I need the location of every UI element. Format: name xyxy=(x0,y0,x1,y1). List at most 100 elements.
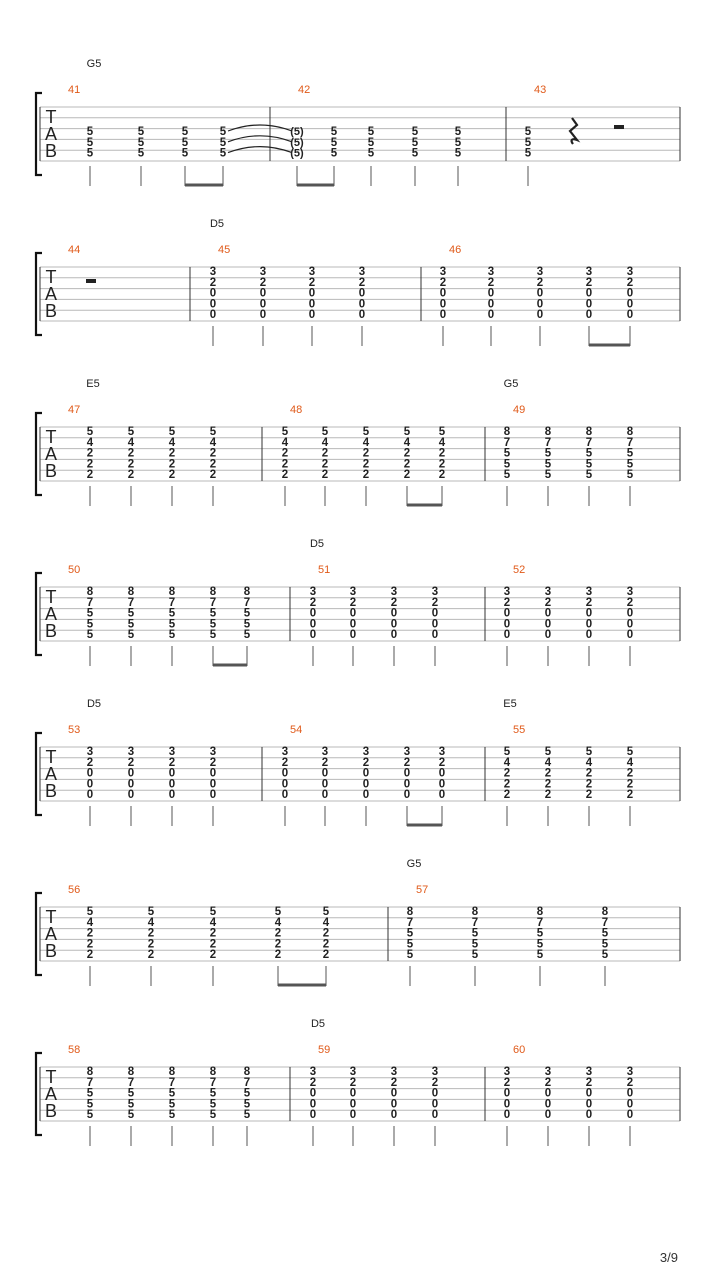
fret-number: 2 xyxy=(504,768,510,780)
fret-number: 2 xyxy=(210,949,216,961)
fret-number: 3 xyxy=(504,586,510,598)
fret-number: 4 xyxy=(148,917,155,929)
fret-number: 0 xyxy=(488,298,494,310)
measure-number: 57 xyxy=(416,884,428,896)
fret-number: 0 xyxy=(439,778,445,790)
fret-number: 5 xyxy=(331,126,338,138)
fret-number: 0 xyxy=(432,1109,438,1121)
fret-number: 5 xyxy=(128,1098,135,1110)
fret-number: 0 xyxy=(586,288,592,300)
chord-name: E5 xyxy=(86,378,99,390)
fret-number: 5 xyxy=(138,137,145,149)
system-bracket xyxy=(34,1051,42,1137)
system-bracket xyxy=(34,891,42,977)
fret-number: 0 xyxy=(545,618,551,630)
fret-number: 5 xyxy=(244,608,251,620)
fret-number: 3 xyxy=(359,266,365,278)
fret-number: 5 xyxy=(537,938,544,950)
fret-number: 0 xyxy=(432,608,438,620)
fret-number: 5 xyxy=(602,928,609,940)
fret-number: 0 xyxy=(350,1098,356,1110)
fret-number: 0 xyxy=(627,288,633,300)
fret-number: 5 xyxy=(504,469,511,481)
fret-number: 5 xyxy=(220,137,227,149)
fret-number: 5 xyxy=(455,148,462,160)
fret-number: 8 xyxy=(87,1066,94,1078)
fret-number: 5 xyxy=(182,137,189,149)
measure-number: 60 xyxy=(513,1044,525,1056)
fret-number: 5 xyxy=(439,426,446,438)
tab-system: TABG54155555555555542(5)(5)(5)5555555555… xyxy=(34,58,681,187)
fret-number: 2 xyxy=(87,757,93,769)
fret-number: 3 xyxy=(627,586,633,598)
fret-number: 2 xyxy=(275,949,281,961)
fret-number: 0 xyxy=(391,1109,397,1121)
fret-number: 0 xyxy=(260,288,266,300)
fret-number: 0 xyxy=(128,778,134,790)
fret-number: 3 xyxy=(586,1066,592,1078)
fret-number: 7 xyxy=(244,1077,250,1089)
fret-number: 5 xyxy=(169,1098,176,1110)
fret-number: 0 xyxy=(363,768,369,780)
tab-clef-letter: A xyxy=(45,924,57,944)
tab-clef-letter: T xyxy=(46,587,57,607)
measure-number: 45 xyxy=(218,244,230,256)
fret-number: 3 xyxy=(537,266,543,278)
fret-number: 5 xyxy=(545,458,552,470)
fret-number: 5 xyxy=(169,618,176,630)
fret-number: 3 xyxy=(391,586,397,598)
fret-number: 3 xyxy=(627,1066,633,1078)
fret-number: 3 xyxy=(322,746,328,758)
fret-number: 3 xyxy=(488,266,494,278)
fret-number: 0 xyxy=(310,1109,316,1121)
fret-number: 5 xyxy=(169,426,176,438)
fret-number: 3 xyxy=(309,266,315,278)
fret-number: 7 xyxy=(545,437,551,449)
fret-number: 5 xyxy=(87,1109,94,1121)
fret-number: 5 xyxy=(210,629,217,641)
quarter-rest xyxy=(568,117,581,145)
fret-number: 0 xyxy=(260,309,266,321)
fret-number: 5 xyxy=(220,126,227,138)
fret-number: 2 xyxy=(210,277,216,289)
fret-number: 0 xyxy=(363,789,369,801)
fret-number: 2 xyxy=(504,597,510,609)
fret-number: 2 xyxy=(128,757,134,769)
fret-number: 5 xyxy=(504,746,511,758)
fret-number: 2 xyxy=(210,938,216,950)
fret-number: 3 xyxy=(432,1066,438,1078)
tab-clef-letter: T xyxy=(46,907,57,927)
fret-number: 0 xyxy=(310,618,316,630)
measure-number: 49 xyxy=(513,404,525,416)
fret-number: 5 xyxy=(368,137,375,149)
fret-number: 5 xyxy=(586,448,593,460)
fret-number: 0 xyxy=(432,1098,438,1110)
fret-number: 8 xyxy=(169,1066,176,1078)
fret-number: 3 xyxy=(128,746,134,758)
fret-number: 3 xyxy=(440,266,446,278)
fret-number: 2 xyxy=(586,277,592,289)
fret-number: 5 xyxy=(627,448,634,460)
fret-number: 2 xyxy=(586,768,592,780)
fret-number: 2 xyxy=(363,757,369,769)
fret-number: 2 xyxy=(537,277,543,289)
fret-number: 5 xyxy=(472,949,479,961)
tab-clef-letter: A xyxy=(45,764,57,784)
tab-clef-letter: T xyxy=(46,427,57,447)
fret-number: 7 xyxy=(128,597,134,609)
fret-number: 3 xyxy=(391,1066,397,1078)
system-bracket xyxy=(34,251,42,337)
fret-number: 4 xyxy=(627,757,634,769)
fret-number: 2 xyxy=(323,928,329,940)
fret-number: 5 xyxy=(87,1098,94,1110)
fret-number: 5 xyxy=(407,928,414,940)
fret-number: 0 xyxy=(627,1109,633,1121)
measure-number: 58 xyxy=(68,1044,80,1056)
fret-number: 2 xyxy=(309,277,315,289)
measure-number: 50 xyxy=(68,564,80,576)
fret-number: 5 xyxy=(182,148,189,160)
fret-number: 0 xyxy=(210,789,216,801)
tab-clef-letter: B xyxy=(45,621,57,641)
